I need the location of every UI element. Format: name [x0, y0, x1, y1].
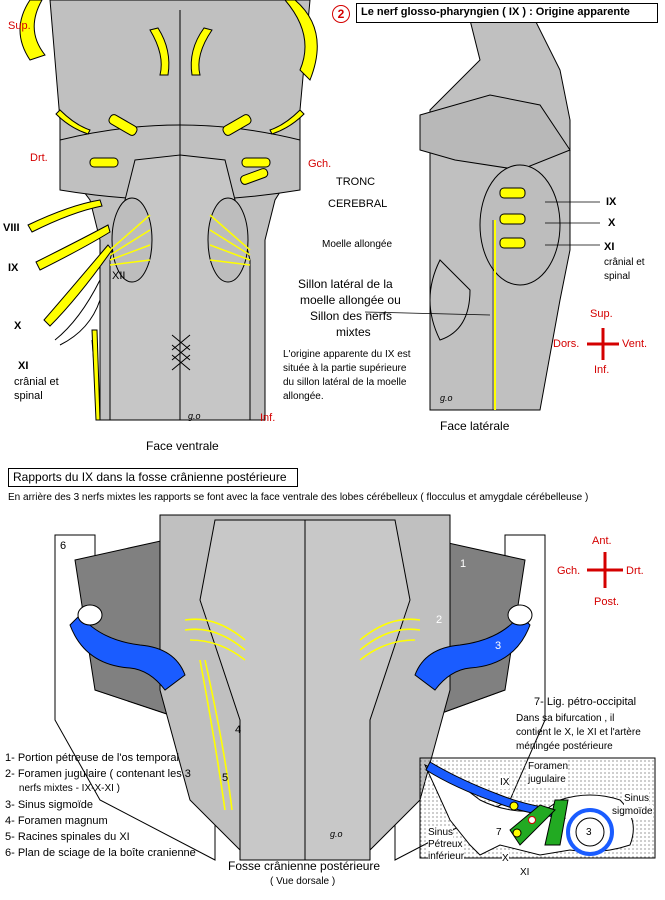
nerves-ventral	[19, 0, 318, 421]
label-x-lateral: X	[608, 217, 616, 229]
fossa-label-1: 1	[460, 558, 467, 570]
title-box: Le nerf glosso-pharyngien ( IX ) : Origi…	[356, 3, 658, 23]
legend-item-6: 6- Plan de sciage de la boîte cranienne	[5, 847, 196, 859]
sigmoid-sinus	[69, 604, 533, 691]
inset-label-3: 3	[586, 827, 592, 838]
fossa-label-5: 5	[222, 772, 229, 784]
signature-ventral: g.o	[188, 411, 201, 421]
label-xi-sub2-lateral: spinal	[604, 271, 631, 282]
inset-label-sinus-s-1: Sinus	[624, 792, 650, 805]
inset-label-sinus-p-3: inférieur	[428, 850, 465, 863]
label-inf-lateral: Inf.	[594, 364, 610, 376]
signature-fossa: g.o	[330, 829, 343, 839]
note-line-2: située à la partie supérieure	[283, 363, 407, 374]
label-gch-fossa: Gch.	[557, 565, 581, 577]
inset-label-xi: XI	[520, 866, 530, 879]
legend-item-4: 4- Foramen magnum	[5, 815, 108, 827]
inset-label-sinus-p-2: Pétreux	[428, 838, 463, 851]
caption-ventral: Face ventrale	[146, 439, 219, 453]
label-post: Post.	[594, 596, 620, 608]
label-sup-lateral: Sup.	[590, 308, 613, 320]
label-sillon-2: moelle allongée ou	[300, 293, 401, 307]
label-tronc: TRONC	[336, 176, 376, 188]
legend-item-5: 5- Racines spinales du XI	[5, 831, 130, 843]
label-cerebral: CEREBRAL	[328, 198, 388, 210]
label-sup-ventral: Sup.	[8, 20, 31, 32]
fossa-label-2: 2	[436, 614, 443, 626]
fossa-label-6: 6	[60, 540, 67, 552]
label-drt-ventral: Drt.	[30, 152, 48, 164]
label-sillon-1: Sillon latéral de la	[298, 277, 393, 291]
label-xi-sub2-ventral: spinal	[14, 390, 43, 402]
label-inf-ventral: Inf.	[260, 412, 276, 424]
orientation-cross-bottom	[587, 552, 623, 588]
posterior-fossa	[54, 514, 546, 861]
note-line-4: allongée.	[283, 391, 324, 402]
inset-label-x: X	[502, 852, 509, 865]
label-xi-sub1-lateral: crânial et	[604, 257, 645, 268]
label-x-ventral: X	[14, 320, 22, 332]
lig-line-1: 7- Lig. pétro-occipital	[534, 696, 637, 708]
legend-item-1: 1- Portion pétreuse de l'os temporal	[5, 752, 179, 764]
label-drt-fossa: Drt.	[626, 565, 644, 577]
label-sillon-4: mixtes	[336, 325, 371, 339]
label-vent: Vent.	[622, 338, 648, 350]
section-title-box: Rapports du IX dans la fosse crânienne p…	[8, 468, 298, 487]
nerves-fossa	[184, 618, 421, 811]
inset-label-foramen-2: jugulaire	[528, 773, 566, 786]
brainstem-ventral	[49, 0, 311, 421]
note-line-1: L'origine apparente du IX est	[283, 349, 411, 360]
inset-label-sinus-p-1: Sinus	[428, 826, 454, 839]
fossa-label-3: 3	[495, 640, 502, 652]
inset-label-ix: IX	[500, 776, 510, 789]
label-xi-lateral: XI	[604, 241, 615, 253]
fossa-label-4: 4	[235, 724, 242, 736]
lig-line-3: contient le X, le XI et l'artère	[516, 727, 641, 738]
inset-label-foramen-1: Foramen	[528, 760, 569, 773]
legend-item-2: 2- Foramen jugulaire ( contenant les 3	[5, 768, 191, 780]
inset-label-sinus-s-2: sigmoïde	[612, 805, 653, 818]
note-line-3: du sillon latéral de la moelle	[283, 377, 407, 388]
label-dors: Dors.	[553, 338, 580, 350]
label-xi-sub1-ventral: crânial et	[14, 376, 59, 388]
nerve-roots-ventral	[109, 214, 251, 266]
label-ix-lateral: IX	[606, 196, 617, 208]
caption-fossa: Fosse crânienne postérieure	[228, 859, 381, 873]
lig-line-2: Dans sa bifurcation , il	[516, 713, 615, 724]
pointer-arrows	[364, 201, 600, 316]
label-xii: XII	[112, 270, 126, 282]
lig-line-4: méningée postérieure	[516, 741, 613, 752]
signature-lateral: g.o	[440, 393, 453, 403]
inset-label-7: 7	[496, 827, 502, 838]
orientation-cross-top	[587, 328, 619, 360]
page-title: Le nerf glosso-pharyngien ( IX ) : Origi…	[361, 6, 630, 18]
brainstem-lateral	[419, 9, 571, 411]
section-title: Rapports du IX dans la fosse crânienne p…	[13, 470, 287, 484]
label-ant: Ant.	[592, 535, 612, 547]
label-sillon-3: Sillon des nerfs	[310, 309, 393, 323]
legend-item-2b: nerfs mixtes - IX-X-XI )	[5, 783, 121, 794]
section-subtitle: En arrière des 3 nerfs mixtes les rappor…	[8, 492, 589, 503]
caption-fossa-sub: ( Vue dorsale )	[270, 876, 336, 887]
label-gch-ventral: Gch.	[308, 158, 332, 170]
label-viii-ventral: VIII	[3, 222, 20, 234]
figure-number: 2	[332, 5, 350, 23]
caption-lateral: Face latérale	[440, 419, 510, 433]
label-ix-ventral: IX	[8, 262, 19, 274]
legend-item-3: 3- Sinus sigmoïde	[5, 799, 94, 811]
label-xi-ventral: XI	[18, 360, 29, 372]
nerves-lateral	[499, 187, 526, 249]
label-moelle: Moelle allongée	[322, 239, 393, 250]
